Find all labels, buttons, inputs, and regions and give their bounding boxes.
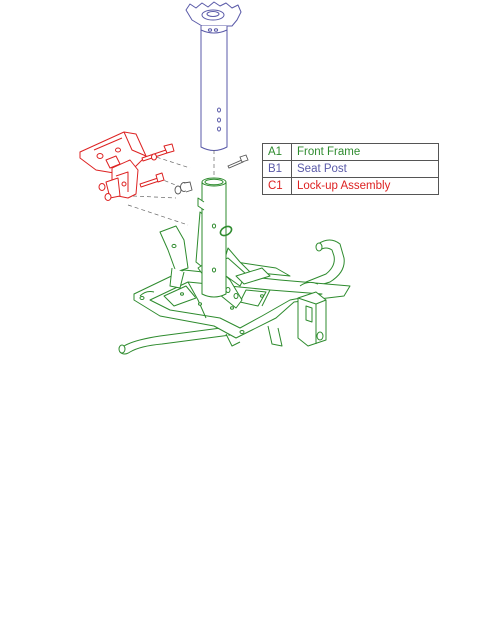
- front-frame: [118, 177, 351, 355]
- legend-part-code: A1: [262, 143, 292, 161]
- lockup-assembly: [79, 131, 175, 201]
- legend-part-code: B1: [262, 160, 292, 178]
- seat-post: [185, 1, 242, 151]
- legend-part-name: Lock-up Assembly: [291, 177, 439, 195]
- spacer-washers: [174, 181, 193, 195]
- legend-part-code: C1: [262, 177, 292, 195]
- legend-part-name: Seat Post: [291, 160, 439, 178]
- legend-part-name: Front Frame: [291, 143, 439, 161]
- hex-bolt: [227, 154, 249, 169]
- o-ring: [219, 225, 233, 237]
